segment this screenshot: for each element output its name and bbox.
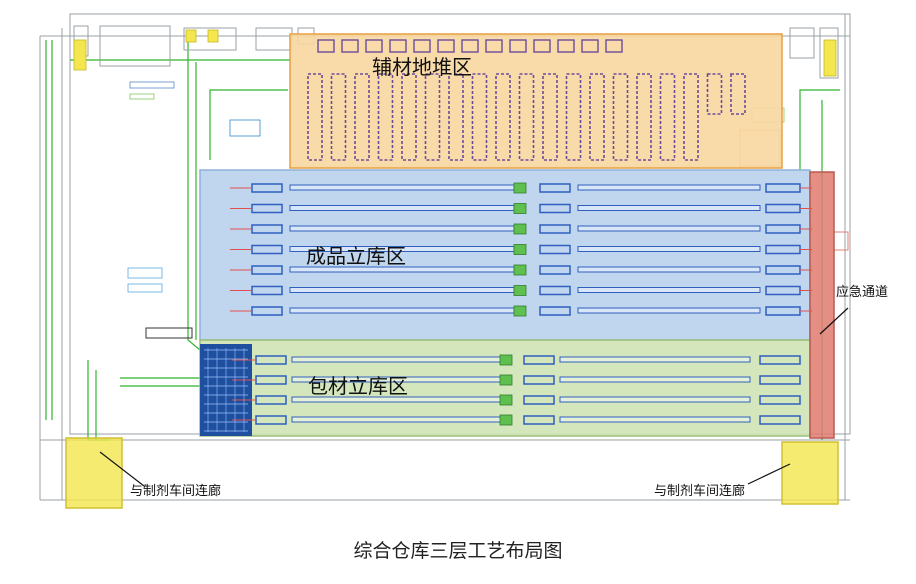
rack-right [577, 307, 761, 314]
pallet-top [605, 39, 623, 53]
rack-left [289, 307, 515, 314]
rack-left [291, 356, 503, 363]
rack-mid [523, 375, 555, 385]
rack-end-right [759, 355, 801, 365]
pallet-column [589, 73, 605, 161]
pallet-top [341, 39, 359, 53]
lift-station [499, 374, 513, 386]
rack-left [291, 416, 503, 423]
rack-mid [523, 395, 555, 405]
rack-right [577, 225, 761, 232]
conveyor-lines [204, 348, 248, 432]
rack-right [577, 184, 761, 191]
rack-right [559, 396, 751, 403]
rack-end-right [759, 415, 801, 425]
packaging-rack-rows [232, 354, 801, 426]
rack-mid [539, 285, 571, 296]
pallet-column [659, 73, 676, 161]
rack-left [289, 225, 515, 232]
lift-station [513, 264, 527, 276]
pallet-column [401, 73, 417, 161]
lift-station [499, 414, 513, 426]
rack-right [577, 266, 761, 273]
rack-mid [539, 244, 571, 255]
callout-leaders [99, 307, 849, 487]
pallet-top [533, 39, 551, 53]
pallet-column [471, 73, 488, 161]
lift-station [513, 305, 527, 317]
zone-label-finished-goods: 成品立库区 [306, 244, 406, 268]
pallet-column [636, 73, 652, 161]
pallet-top [389, 39, 407, 53]
rack-right [577, 287, 761, 293]
pallet-column [565, 73, 582, 161]
rack-left [289, 205, 515, 211]
pallet-top [365, 39, 383, 53]
rack-right [577, 205, 761, 211]
finished-goods-rack-rows [230, 182, 812, 317]
callout-corridor-right: 与制剂车间连廊 [654, 484, 746, 499]
figure-caption: 综合仓库三层工艺布局图 [353, 540, 563, 562]
rack-mid [523, 355, 555, 365]
lift-station [513, 223, 527, 235]
pallet-column [354, 73, 370, 161]
callout-emergency-passage: 应急通道 [836, 285, 889, 300]
corridor-left-area [65, 437, 123, 509]
rack-mid [539, 306, 571, 316]
pallet-top [437, 39, 455, 53]
emergency-passage-area [809, 171, 835, 439]
rack-right [559, 356, 751, 363]
pallet-top [413, 39, 431, 53]
rack-mid [539, 203, 571, 214]
callout-corridor-left: 与制剂车间连廊 [130, 484, 222, 499]
pallet-top [509, 39, 527, 53]
pallet-column [330, 73, 347, 161]
pallet-top [485, 39, 503, 53]
rack-mid [539, 224, 571, 234]
green-wall-lines [45, 32, 840, 441]
pallet-column [448, 73, 464, 161]
top-service-rooms [73, 25, 839, 79]
pallet-top [557, 39, 575, 53]
pallet-column [424, 73, 441, 161]
pallet-column [377, 73, 394, 161]
rack-mid [539, 265, 571, 275]
pallet-column [518, 73, 535, 161]
pallet-column [495, 73, 511, 161]
rack-end-right [759, 395, 801, 405]
pallet-grid [307, 39, 746, 161]
finished-goods-zone-area [199, 169, 811, 341]
pallet-column [612, 73, 629, 161]
pallet-column [307, 73, 323, 161]
zone-label-auxiliary: 辅材地堆区 [372, 55, 472, 79]
lift-station [513, 182, 527, 194]
zone-label-packaging: 包材立库区 [308, 374, 408, 398]
pallet-column [683, 73, 699, 161]
pallet-top [461, 39, 479, 53]
rack-left [289, 184, 515, 191]
pallet-column [730, 73, 746, 115]
lift-station [513, 203, 527, 214]
corridor-right-area [781, 441, 839, 505]
lift-station [513, 244, 527, 255]
lift-station [513, 285, 527, 296]
rack-right [559, 416, 751, 423]
lift-station [499, 394, 513, 406]
rack-right [559, 376, 751, 383]
rack-right [577, 246, 761, 252]
pallet-column [542, 73, 558, 161]
yellow-service-marks [73, 29, 837, 77]
pallet-top [581, 39, 599, 53]
rack-mid [523, 415, 555, 425]
lift-station [499, 354, 513, 366]
pallet-column [706, 73, 723, 115]
rack-mid [539, 183, 571, 193]
auxiliary-zone-area [289, 33, 783, 169]
rack-end-right [759, 375, 801, 385]
rack-left [289, 287, 515, 293]
pallet-top [317, 39, 335, 53]
